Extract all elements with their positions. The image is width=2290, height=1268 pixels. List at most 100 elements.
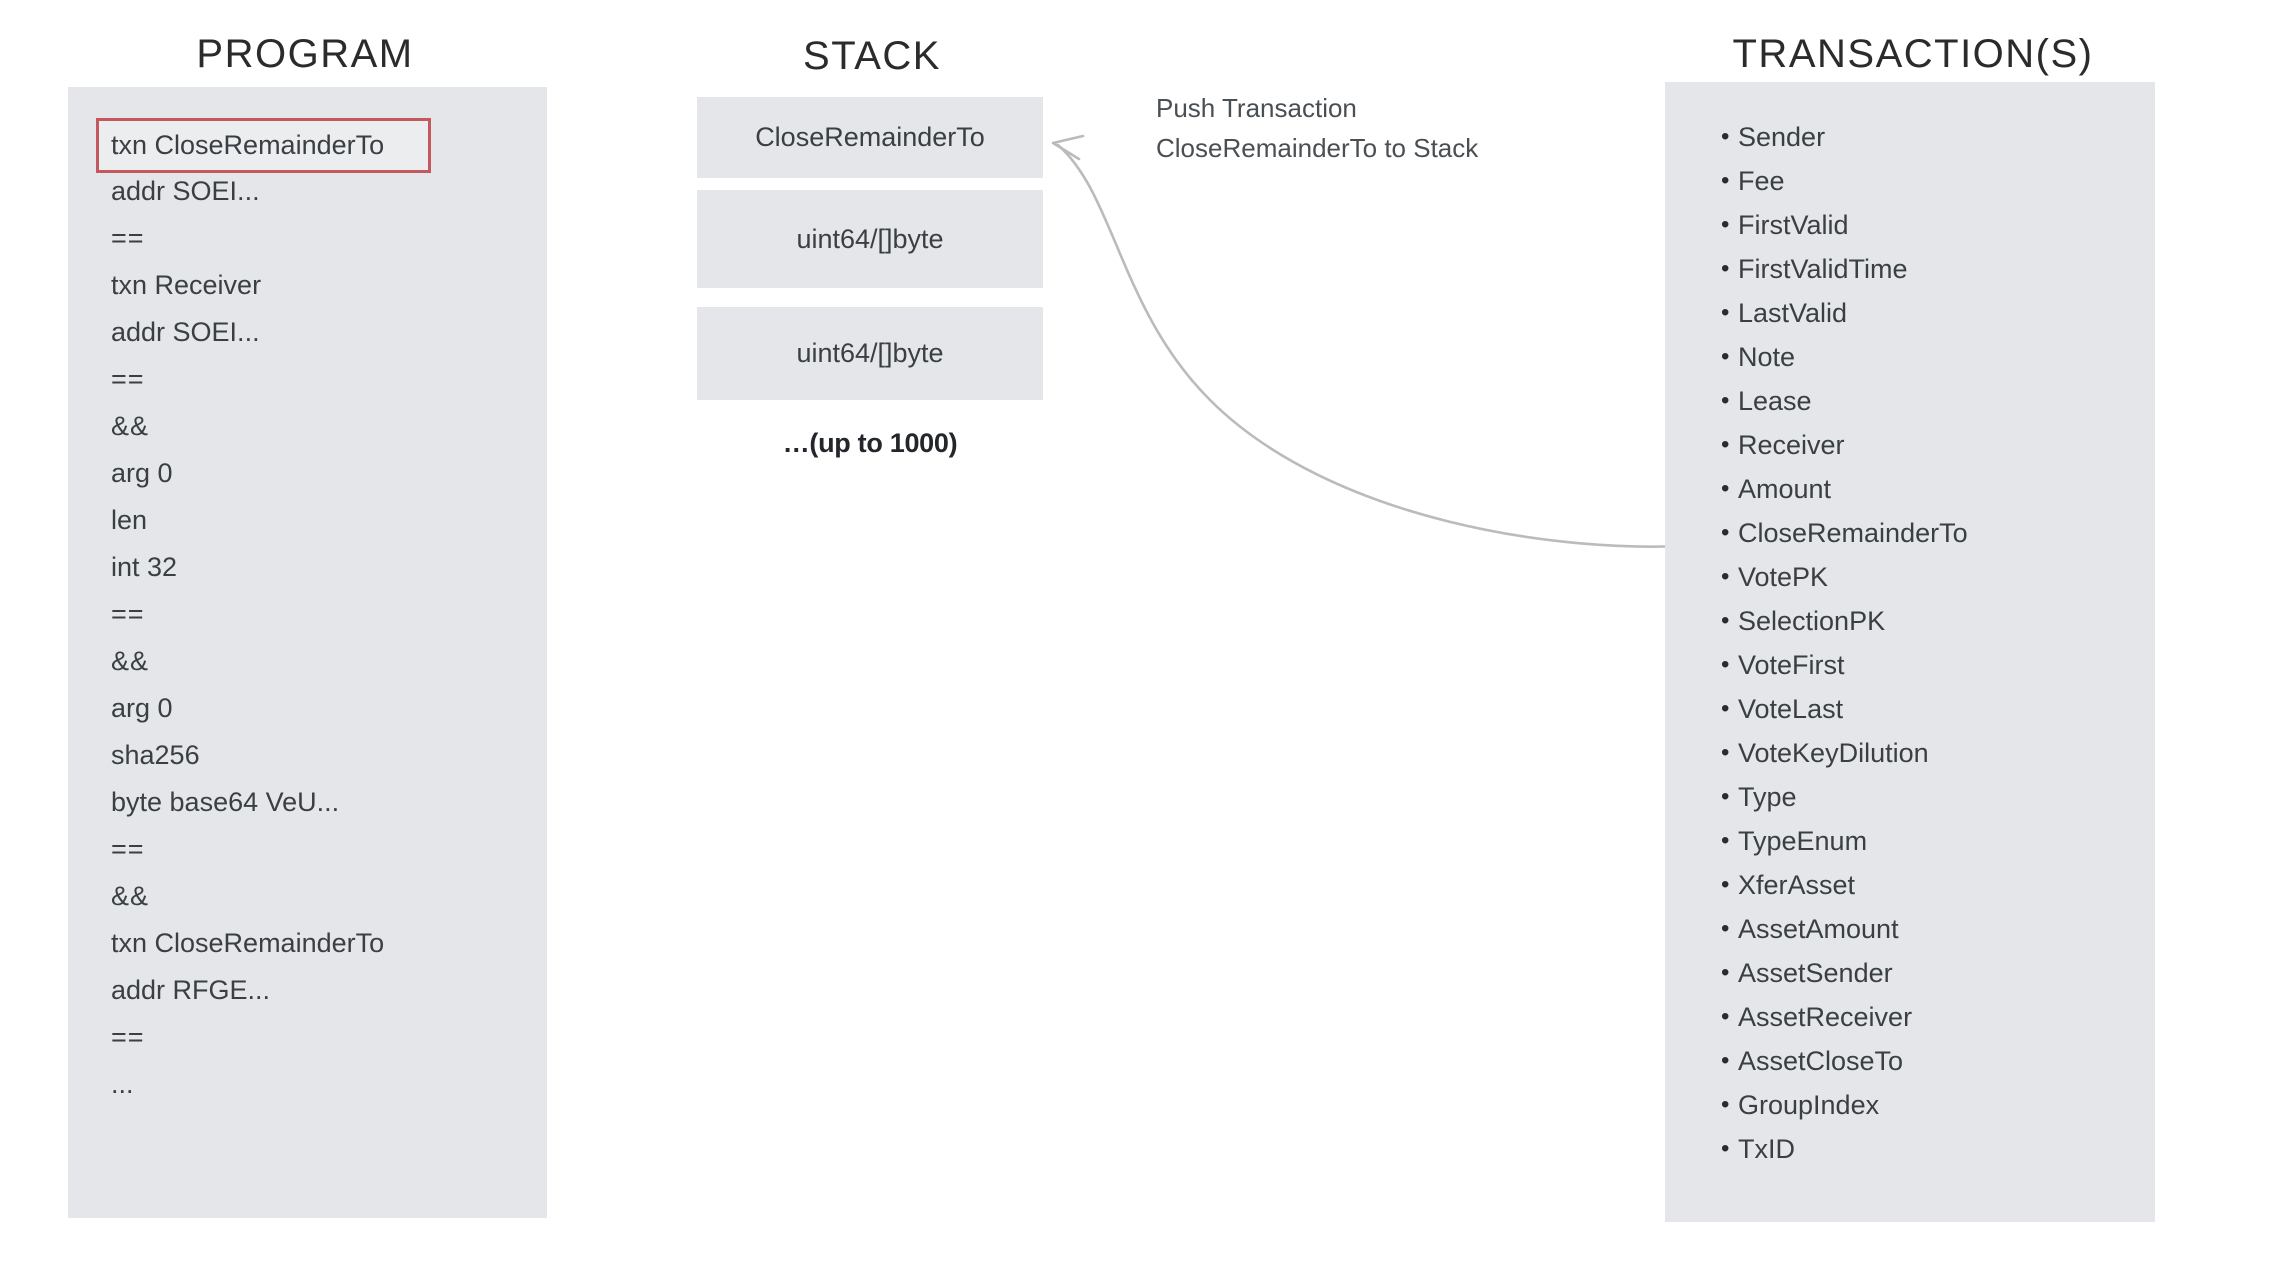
program-line: && xyxy=(111,646,150,676)
transaction-field-label: Type xyxy=(1738,782,1797,812)
transaction-field-item: • TypeEnum xyxy=(1721,819,2141,863)
transaction-field-label: VotePK xyxy=(1738,562,1829,592)
program-line: addr SOEI... xyxy=(111,317,260,347)
transaction-field-item: • Lease xyxy=(1721,379,2141,423)
bullet-icon: • xyxy=(1721,1091,1730,1118)
stack-cell-bottom: uint64/[]byte xyxy=(697,307,1043,400)
transaction-field-label: TypeEnum xyxy=(1738,826,1868,856)
bullet-icon: • xyxy=(1721,1047,1730,1074)
transaction-field-item: • AssetReceiver xyxy=(1721,995,2141,1039)
bullet-icon: • xyxy=(1721,519,1730,546)
bullet-icon: • xyxy=(1721,783,1730,810)
bullet-icon: • xyxy=(1721,387,1730,414)
transactions-panel: • Sender •Fee • FirstValid • FirstValidTime • La… xyxy=(1665,82,2155,1222)
transaction-field-item: •Fee xyxy=(1721,159,2141,203)
transaction-field-label: AssetSender xyxy=(1738,958,1893,988)
bullet-icon: • xyxy=(1721,607,1730,634)
push-arrow-path xyxy=(1056,143,1702,548)
transaction-field-label: Sender xyxy=(1738,122,1826,152)
bullet-icon: • xyxy=(1721,695,1730,722)
transaction-field-label: VoteFirst xyxy=(1738,650,1845,680)
transaction-field-label: GroupIndex xyxy=(1738,1090,1880,1120)
transaction-field-label: LastValid xyxy=(1738,298,1848,328)
transaction-field-item: • VoteKeyDilution xyxy=(1721,731,2141,775)
transaction-field-item: •AssetCloseTo xyxy=(1721,1039,2141,1083)
transaction-field-label: AssetReceiver xyxy=(1738,1002,1913,1032)
transaction-field-label: SelectionPK xyxy=(1738,606,1886,636)
bullet-icon: • xyxy=(1721,871,1730,898)
transactions-column-heading: TRANSACTION(S) xyxy=(1732,32,2094,76)
transaction-field-item: • Type xyxy=(1721,775,2141,819)
program-line: txn Receiver xyxy=(111,270,262,300)
transaction-field-label: FirstValid xyxy=(1738,210,1849,240)
bullet-icon: • xyxy=(1721,431,1730,458)
transaction-field-item: • GroupIndex xyxy=(1721,1083,2141,1127)
program-line: == xyxy=(111,223,145,253)
program-line: && xyxy=(111,411,150,441)
program-line: == xyxy=(111,834,145,864)
transaction-field-label: XferAsset xyxy=(1738,870,1856,900)
bullet-icon: • xyxy=(1721,211,1730,238)
transaction-field-item: • FirstValidTime xyxy=(1721,247,2141,291)
transaction-field-item: • Note xyxy=(1721,335,2141,379)
transaction-field-item: • LastValid xyxy=(1721,291,2141,335)
program-line: == xyxy=(111,599,145,629)
push-arrow-head-icon xyxy=(1051,134,1085,161)
stack-column-heading: STACK xyxy=(803,34,941,78)
program-line: addr SOEI... xyxy=(111,176,260,206)
bullet-icon: • xyxy=(1721,959,1730,986)
program-line: txn CloseRemainderTo xyxy=(111,928,385,958)
push-annotation-line-1: Push Transaction xyxy=(1156,93,1357,123)
stack-overflow-label: …(up to 1000) xyxy=(782,428,958,458)
stack-cell-middle: uint64/[]byte xyxy=(697,190,1043,288)
transaction-field-item: • FirstValid xyxy=(1721,203,2141,247)
stack-cell-top: CloseRemainderTo xyxy=(697,97,1043,178)
program-line: arg 0 xyxy=(111,458,173,488)
bullet-icon: • xyxy=(1721,1135,1730,1162)
program-line: ... xyxy=(111,1069,134,1099)
transaction-field-item: •VoteFirst xyxy=(1721,643,2141,687)
transaction-field-label: VoteLast xyxy=(1738,694,1844,724)
transaction-field-item: • CloseRemainderTo xyxy=(1721,511,2141,555)
bullet-icon: • xyxy=(1721,739,1730,766)
bullet-icon: • xyxy=(1721,1003,1730,1030)
bullet-icon: • xyxy=(1721,255,1730,282)
transaction-field-label: CloseRemainderTo xyxy=(1738,518,1968,548)
transaction-field-label: VoteKeyDilution xyxy=(1738,738,1929,768)
program-line: sha256 xyxy=(111,740,200,770)
bullet-icon: • xyxy=(1721,827,1730,854)
program-line-highlighted: txn CloseRemainderTo xyxy=(96,118,431,173)
transaction-field-label: Lease xyxy=(1738,386,1812,416)
transaction-field-label: Amount xyxy=(1738,474,1832,504)
transaction-field-item: • Sender xyxy=(1721,115,2141,159)
push-annotation: Push Transaction CloseRemainderTo to Sta… xyxy=(1156,88,1478,168)
bullet-icon: • xyxy=(1721,915,1730,942)
transaction-field-list: • Sender •Fee • FirstValid • FirstValidTime • La… xyxy=(1721,115,2141,1171)
bullet-icon: • xyxy=(1721,563,1730,590)
program-line: arg 0 xyxy=(111,693,173,723)
program-line: addr RFGE... xyxy=(111,975,271,1005)
program-line: == xyxy=(111,364,145,394)
bullet-icon: • xyxy=(1721,123,1730,150)
transaction-field-label: FirstValidTime xyxy=(1738,254,1908,284)
transaction-field-item: • VoteLast xyxy=(1721,687,2141,731)
transaction-field-item: • VotePK xyxy=(1721,555,2141,599)
transaction-field-label: AssetAmount xyxy=(1738,914,1899,944)
transaction-field-item: •TxID xyxy=(1721,1127,2141,1171)
transaction-field-item: • XferAsset xyxy=(1721,863,2141,907)
program-line: && xyxy=(111,881,150,911)
transaction-field-label: Receiver xyxy=(1738,430,1845,460)
program-column-heading: PROGRAM xyxy=(196,32,414,76)
transaction-field-item: • AssetSender xyxy=(1721,951,2141,995)
bullet-icon: • xyxy=(1721,343,1730,370)
transaction-field-label: Note xyxy=(1738,342,1796,372)
transaction-field-item: •Amount xyxy=(1721,467,2141,511)
program-line: len xyxy=(111,505,148,535)
bullet-icon: • xyxy=(1721,167,1730,194)
transaction-field-item: • AssetAmount xyxy=(1721,907,2141,951)
program-line: == xyxy=(111,1022,145,1052)
bullet-icon: • xyxy=(1721,299,1730,326)
